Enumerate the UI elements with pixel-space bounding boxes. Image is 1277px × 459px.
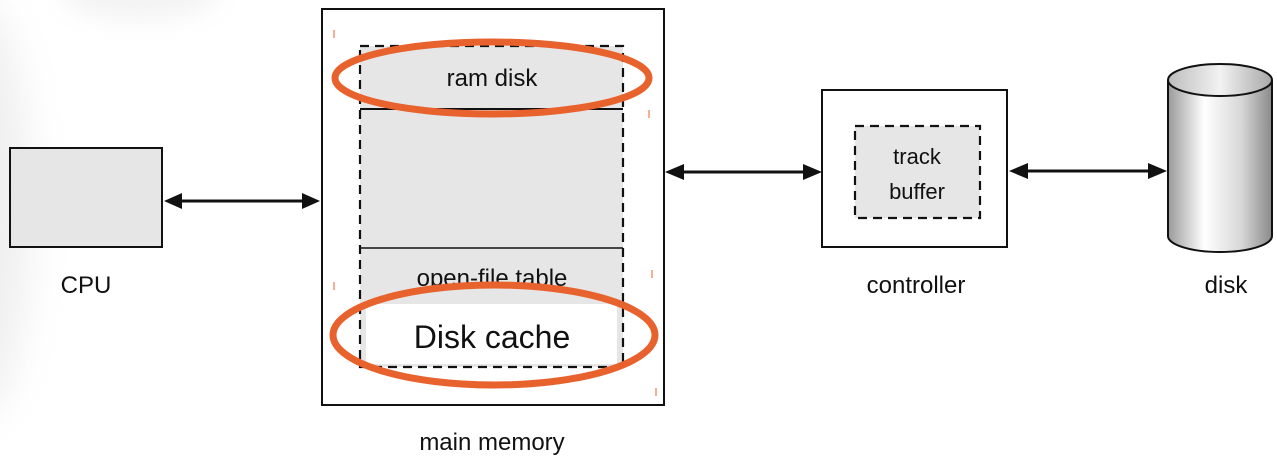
ram-disk-highlight bbox=[331, 38, 653, 118]
controller-label: controller bbox=[867, 272, 966, 299]
track-buffer-label-line2: buffer bbox=[889, 179, 945, 204]
cpu-node: CPU bbox=[9, 147, 163, 299]
track-buffer-label-line1: track bbox=[893, 144, 942, 169]
disk-cache-highlight bbox=[329, 281, 659, 389]
disk-label: disk bbox=[1205, 272, 1249, 299]
main-memory-label: main memory bbox=[419, 429, 564, 456]
track-buffer-box bbox=[853, 124, 982, 220]
main-memory-node: ram disk open-file table Disk cache main… bbox=[321, 8, 665, 456]
corner-ticks bbox=[333, 30, 657, 396]
cpu-memory-arrow bbox=[164, 193, 320, 209]
controller-node: track buffer controller bbox=[821, 89, 1008, 299]
cpu-box bbox=[9, 147, 163, 248]
disk-cylinder-body bbox=[1167, 80, 1273, 253]
memory-dashed-region bbox=[358, 44, 625, 369]
memory-controller-arrow bbox=[665, 164, 822, 180]
disk-cache-region bbox=[366, 304, 617, 364]
ram-disk-label: ram disk bbox=[447, 65, 539, 92]
controller-disk-arrow bbox=[1009, 163, 1167, 179]
disk-cylinder-top bbox=[1167, 63, 1273, 97]
disk-node: disk bbox=[1167, 63, 1273, 299]
background-glow bbox=[60, 0, 220, 20]
cpu-label: CPU bbox=[61, 272, 112, 299]
disk-cache-label: Disk cache bbox=[414, 319, 571, 355]
